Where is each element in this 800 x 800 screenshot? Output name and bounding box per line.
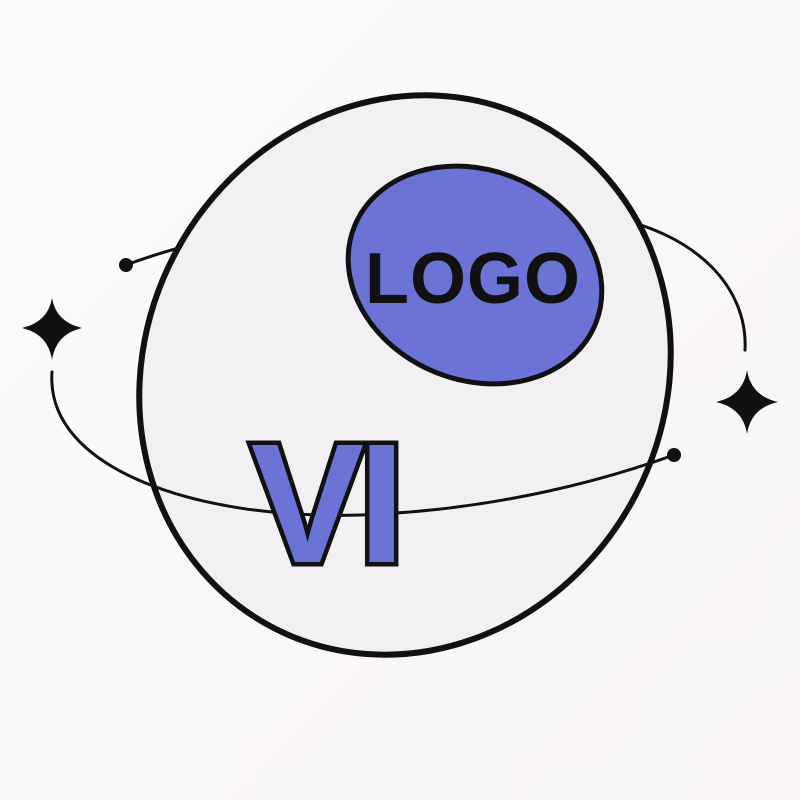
orbit-endpoint-dot [667, 448, 681, 462]
logo-badge [345, 163, 605, 387]
orbit-endpoint-dot [119, 258, 133, 272]
orbit-ring-front [50, 370, 676, 517]
vi-text: VI [251, 409, 400, 599]
logo-text: LOGO [365, 239, 581, 319]
sparkle-icon [716, 370, 778, 434]
sparkle-icon [22, 298, 82, 360]
